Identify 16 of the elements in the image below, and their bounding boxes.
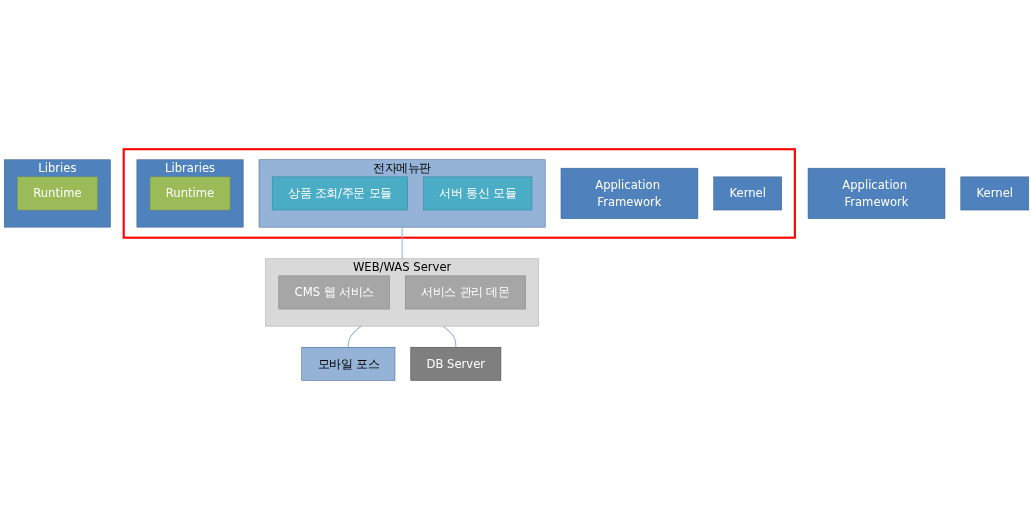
node-box: 서비스 관리 데몬: [405, 275, 526, 309]
node-box: Kernel: [960, 176, 1030, 210]
node-box: Application Framework: [560, 167, 699, 219]
cluster: [122, 147, 796, 239]
node-box: 모바일 포스: [301, 346, 396, 381]
connector: [347, 325, 362, 348]
connector: [442, 325, 457, 348]
connector: [401, 226, 403, 259]
node-box: 서버 통신 모듈: [423, 176, 533, 210]
node-box: CMS 웹 서비스: [278, 275, 390, 309]
node-box: Kernel: [713, 176, 782, 210]
node-box: Application Framework: [807, 167, 946, 219]
node-box: Runtime: [17, 176, 98, 210]
node-box: 상품 조회/주문 모듈: [271, 176, 408, 210]
node-box: Runtime: [149, 176, 231, 210]
node-box: DB Server: [410, 346, 502, 381]
